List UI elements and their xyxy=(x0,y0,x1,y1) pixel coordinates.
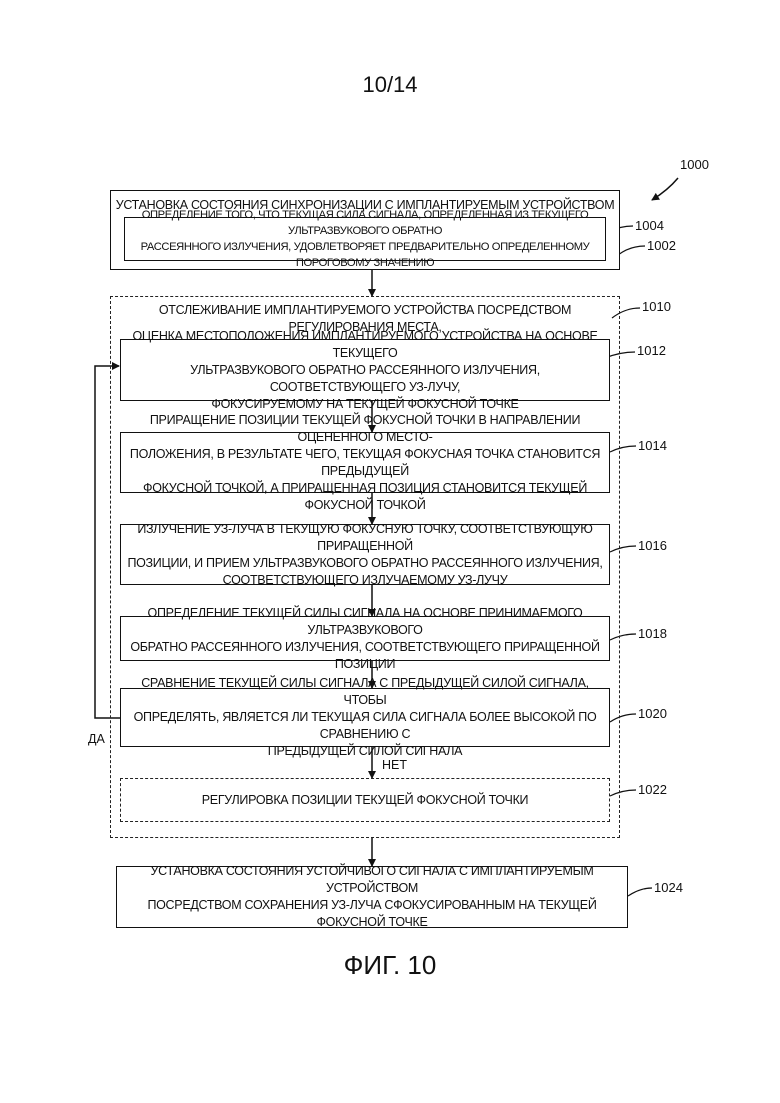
no-label: НЕТ xyxy=(382,758,407,772)
step-1018-box: ОПРЕДЕЛЕНИЕ ТЕКУЩЕЙ СИЛЫ СИГНАЛА НА ОСНО… xyxy=(120,616,610,661)
leader-1002 xyxy=(618,246,645,255)
step-1020-ref: 1020 xyxy=(638,706,667,721)
step-1024-ref: 1024 xyxy=(654,880,683,895)
step-1002-box: УСТАНОВКА СОСТОЯНИЯ СИНХРОНИЗАЦИИ С ИМПЛ… xyxy=(110,190,620,270)
step-1022-box: РЕГУЛИРОВКА ПОЗИЦИИ ТЕКУЩЕЙ ФОКУСНОЙ ТОЧ… xyxy=(120,778,610,822)
step-1012-box: ОЦЕНКА МЕСТОПОЛОЖЕНИЯ ИМПЛАНТИРУЕМОГО УС… xyxy=(120,339,610,401)
step-1004-box: ОПРЕДЕЛЕНИЕ ТОГО, ЧТО ТЕКУЩАЯ СИЛА СИГНА… xyxy=(124,217,606,261)
step-1018-ref: 1018 xyxy=(638,626,667,641)
step-1014-text: ПРИРАЩЕНИЕ ПОЗИЦИИ ТЕКУЩЕЙ ФОКУСНОЙ ТОЧК… xyxy=(121,412,609,514)
step-1014-ref: 1014 xyxy=(638,438,667,453)
figure-caption: ФИГ. 10 xyxy=(0,950,780,981)
figure-ref-pointer xyxy=(652,178,678,200)
step-1002-ref: 1002 xyxy=(647,238,676,253)
step-1020-box: СРАВНЕНИЕ ТЕКУЩЕЙ СИЛЫ СИГНАЛА С ПРЕДЫДУ… xyxy=(120,688,610,747)
step-1024-box: УСТАНОВКА СОСТОЯНИЯ УСТОЙЧИВОГО СИГНАЛА … xyxy=(116,866,628,928)
step-1012-text: ОЦЕНКА МЕСТОПОЛОЖЕНИЯ ИМПЛАНТИРУЕМОГО УС… xyxy=(121,328,609,413)
step-1024-text: УСТАНОВКА СОСТОЯНИЯ УСТОЙЧИВОГО СИГНАЛА … xyxy=(117,863,627,931)
step-1018-text: ОПРЕДЕЛЕНИЕ ТЕКУЩЕЙ СИЛЫ СИГНАЛА НА ОСНО… xyxy=(121,605,609,673)
step-1010-ref: 1010 xyxy=(642,299,671,314)
step-1022-ref: 1022 xyxy=(638,782,667,797)
leader-1024 xyxy=(628,888,652,896)
step-1004-text: ОПРЕДЕЛЕНИЕ ТОГО, ЧТО ТЕКУЩАЯ СИЛА СИГНА… xyxy=(125,207,605,271)
step-1016-ref: 1016 xyxy=(638,538,667,553)
figure-ref-label: 1000 xyxy=(680,157,709,172)
step-1020-text: СРАВНЕНИЕ ТЕКУЩЕЙ СИЛЫ СИГНАЛА С ПРЕДЫДУ… xyxy=(121,675,609,760)
step-1012-ref: 1012 xyxy=(637,343,666,358)
step-1014-box: ПРИРАЩЕНИЕ ПОЗИЦИИ ТЕКУЩЕЙ ФОКУСНОЙ ТОЧК… xyxy=(120,432,610,493)
yes-label: ДА xyxy=(88,732,105,746)
step-1016-text: ИЗЛУЧЕНИЕ УЗ-ЛУЧА В ТЕКУЩУЮ ФОКУСНУЮ ТОЧ… xyxy=(121,521,609,589)
step-1022-text: РЕГУЛИРОВКА ПОЗИЦИИ ТЕКУЩЕЙ ФОКУСНОЙ ТОЧ… xyxy=(202,792,529,809)
step-1016-box: ИЗЛУЧЕНИЕ УЗ-ЛУЧА В ТЕКУЩУЮ ФОКУСНУЮ ТОЧ… xyxy=(120,524,610,585)
step-1004-ref: 1004 xyxy=(635,218,664,233)
